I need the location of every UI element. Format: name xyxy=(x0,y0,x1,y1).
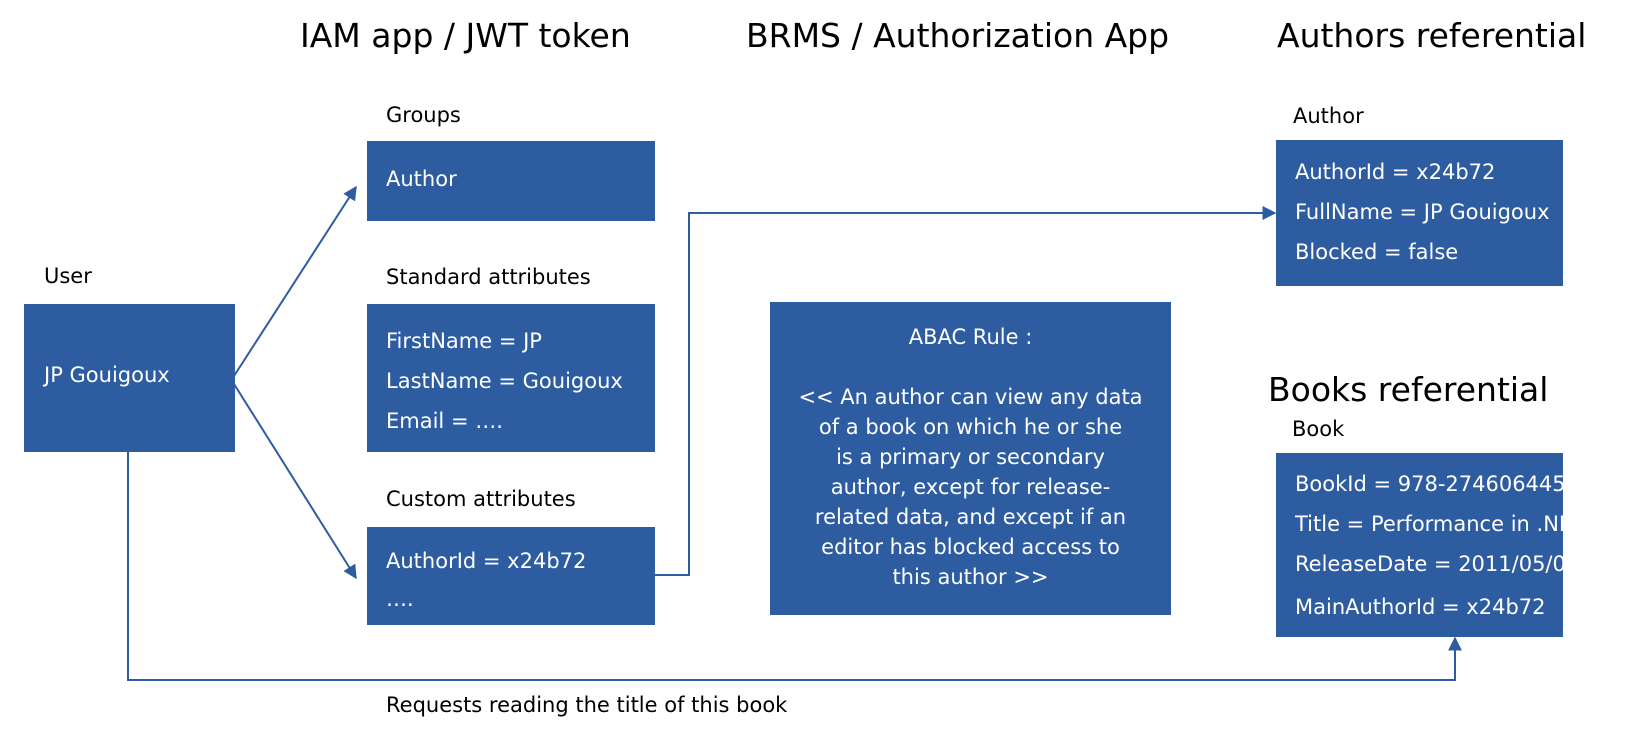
standard-attributes-box: FirstName = JP LastName = Gouigoux Email… xyxy=(367,304,655,452)
group-item: Author xyxy=(386,167,457,191)
arrow-user-to-custom-attributes xyxy=(233,383,357,580)
heading-books-referential: Books referential xyxy=(1268,370,1549,409)
user-name: JP Gouigoux xyxy=(44,363,170,387)
arrow-custom-attributes-to-author xyxy=(655,206,1277,576)
user-box: JP Gouigoux xyxy=(24,304,235,452)
abac-rule-box: ABAC Rule : << An author can view any da… xyxy=(770,302,1171,615)
book-field: ReleaseDate = 2011/05/09 xyxy=(1295,552,1580,576)
standard-attributes-label: Standard attributes xyxy=(386,265,591,289)
author-entity-label: Author xyxy=(1293,104,1364,128)
attribute-item: FirstName = JP xyxy=(386,329,542,353)
abac-rule-title: ABAC Rule : xyxy=(908,325,1033,349)
author-entity-box: AuthorId = x24b72 FullName = JP Gouigoux… xyxy=(1276,140,1563,286)
book-field: BookId = 978-2746064454 xyxy=(1295,472,1580,496)
arrow-user-to-groups xyxy=(233,185,357,377)
arrow-user-to-book xyxy=(127,452,1462,681)
request-label: Requests reading the title of this book xyxy=(386,693,788,717)
book-field: MainAuthorId = x24b72 xyxy=(1295,595,1546,619)
custom-attributes-label: Custom attributes xyxy=(386,487,576,511)
author-field: FullName = JP Gouigoux xyxy=(1295,200,1550,224)
attribute-item: AuthorId = x24b72 xyxy=(386,549,587,573)
author-field: Blocked = false xyxy=(1295,240,1459,264)
attribute-item: LastName = Gouigoux xyxy=(386,369,623,393)
attribute-item: Email = …. xyxy=(386,409,503,433)
custom-attributes-box: AuthorId = x24b72 …. xyxy=(367,527,655,625)
book-entity-label: Book xyxy=(1292,417,1345,441)
heading-brms: BRMS / Authorization App xyxy=(746,16,1170,55)
author-field: AuthorId = x24b72 xyxy=(1295,160,1496,184)
book-field: Title = Performance in .NET xyxy=(1295,512,1586,536)
heading-authors-referential: Authors referential xyxy=(1277,16,1587,55)
abac-rule-text: << An author can view any data of a book… xyxy=(798,385,1143,589)
groups-label: Groups xyxy=(386,103,461,127)
user-label: User xyxy=(44,264,92,288)
book-entity-box: BookId = 978-2746064454 Title = Performa… xyxy=(1276,453,1586,637)
groups-box: Author xyxy=(367,141,655,221)
attribute-item: …. xyxy=(386,587,414,611)
heading-iam: IAM app / JWT token xyxy=(300,16,631,55)
